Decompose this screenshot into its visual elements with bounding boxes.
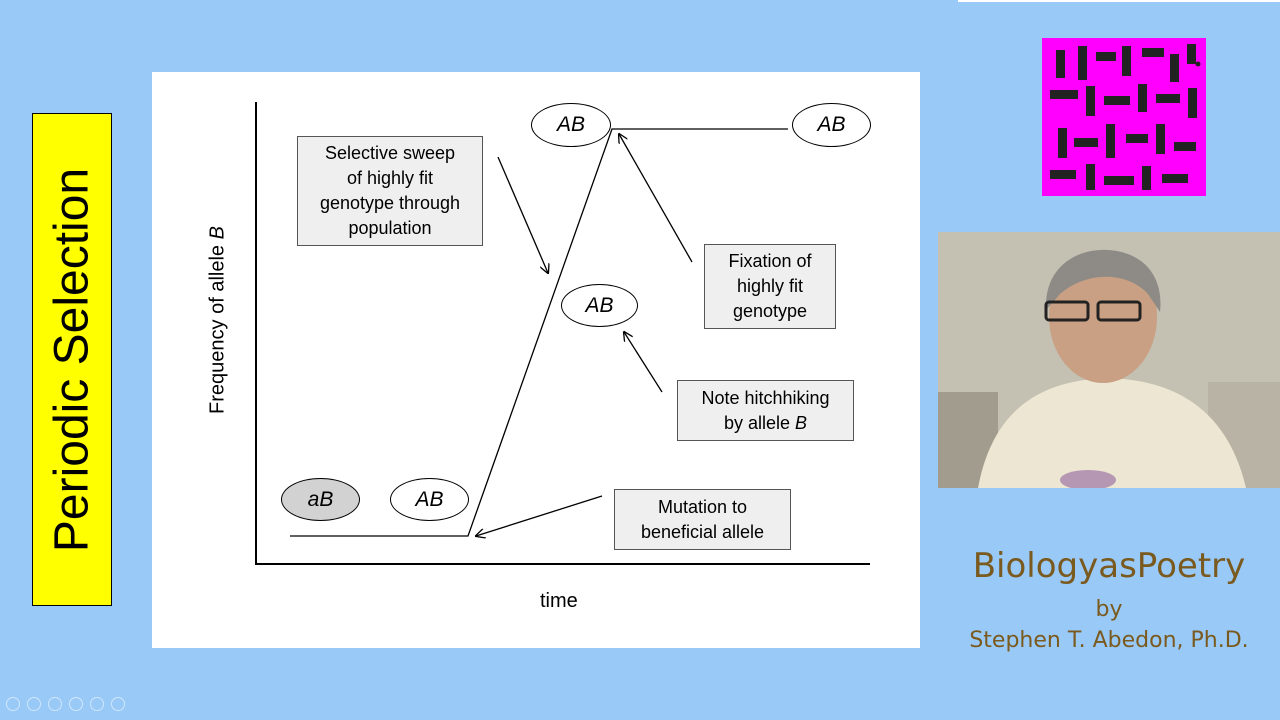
- presenter-figure: [938, 232, 1280, 488]
- pen-control-icon[interactable]: [48, 697, 62, 711]
- genotype-ellipse-start: AB: [390, 478, 469, 521]
- genotype-ellipse-mutant: aB: [281, 478, 360, 521]
- zoom-control-icon[interactable]: [90, 697, 104, 711]
- note-fixation: Fixation of highly fit genotype: [704, 244, 836, 329]
- prev-control-icon[interactable]: [6, 697, 20, 711]
- genotype-ellipse-mid: AB: [561, 284, 638, 327]
- player-controls: [6, 697, 125, 711]
- slides-control-icon[interactable]: [69, 697, 83, 711]
- more-control-icon[interactable]: [111, 697, 125, 711]
- fixation-arrow: [619, 134, 693, 263]
- brand-name: BiologyasPoetry: [972, 546, 1246, 586]
- credit-by: by: [1095, 597, 1123, 622]
- genotype-ellipse-top-left: AB: [531, 103, 611, 147]
- slide-panel: Frequency of allele B time aB AB AB AB A…: [152, 72, 920, 648]
- next-control-icon[interactable]: [27, 697, 41, 711]
- x-axis-label: time: [540, 590, 578, 612]
- y-axis-label: Frequency of allele B: [206, 226, 229, 414]
- mutation-arrow: [476, 495, 603, 536]
- webcam-presenter-video: [938, 232, 1280, 488]
- pixel-logo: [1042, 38, 1206, 196]
- note-mutation: Mutation to beneficial allele: [614, 489, 791, 550]
- sweep-arrow: [497, 156, 548, 273]
- hitchhiking-arrow: [624, 332, 663, 393]
- side-title-box: Periodic Selection: [32, 113, 112, 606]
- genotype-ellipse-top-right: AB: [792, 103, 871, 147]
- note-selective-sweep: Selective sweep of highly fit genotype t…: [297, 136, 483, 246]
- graph-drawing: [255, 102, 870, 565]
- author-name: Stephen T. Abedon, Ph.D.: [969, 628, 1249, 653]
- top-edge-line: [958, 0, 1280, 2]
- note-hitchhiking: Note hitchhiking by allele B: [677, 380, 854, 441]
- side-title-text: Periodic Selection: [45, 167, 99, 552]
- frequency-curve: [290, 128, 788, 537]
